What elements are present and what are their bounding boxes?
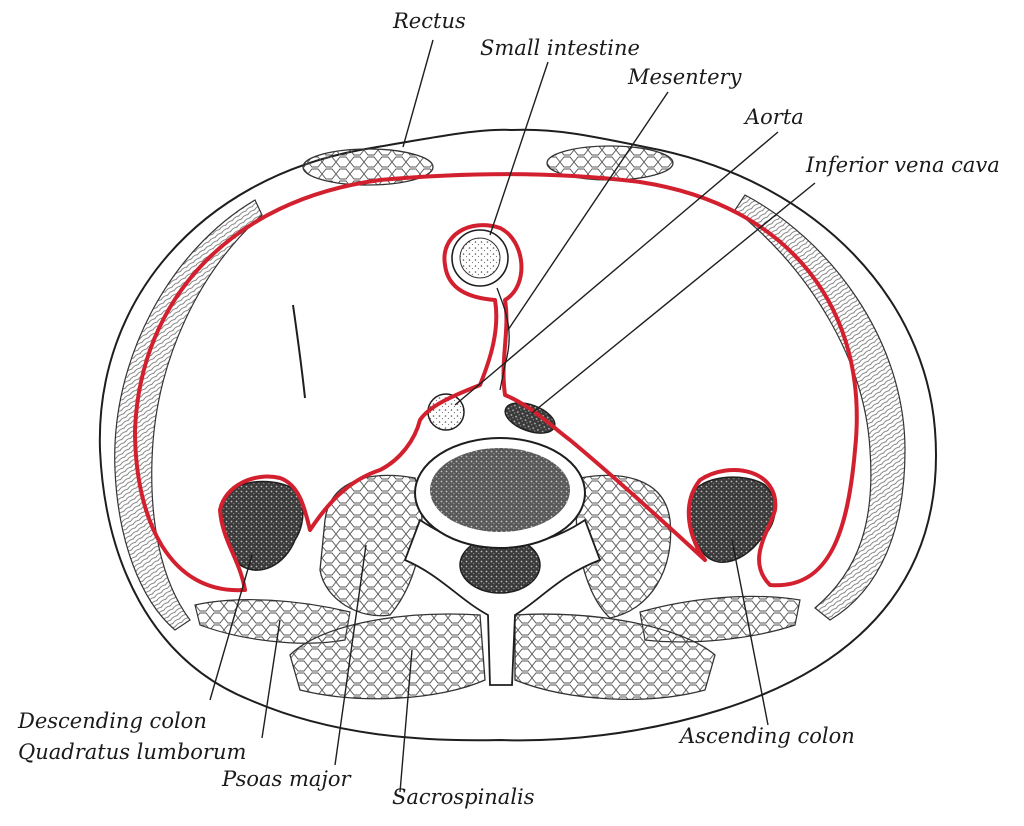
leader-ascending-colon: [731, 539, 769, 726]
leader-lines: [209, 39, 816, 793]
label-inferior-vena-cava: Inferior vena cava: [805, 153, 1000, 177]
label-mesentery: Mesentery: [627, 65, 743, 89]
label-sacrospinalis: Sacrospinalis: [392, 785, 535, 809]
label-aorta: Aorta: [743, 105, 804, 129]
leader-descending-colon: [209, 554, 253, 701]
needle-mark: [292, 304, 306, 399]
leader-sacrospinalis: [399, 649, 413, 793]
vertebral-body-cancellous: [430, 448, 570, 532]
body-outer-contour: [98, 128, 937, 742]
leader-small-intestine: [489, 61, 549, 236]
peritoneum-line: [133, 172, 859, 593]
label-small-intestine: Small intestine: [480, 36, 640, 60]
label-ascending-colon: Ascending colon: [678, 724, 855, 748]
leader-aorta: [454, 131, 779, 406]
small-intestine-lumen: [459, 237, 501, 279]
leader-rectus: [402, 39, 434, 148]
label-rectus: Rectus: [392, 9, 466, 33]
leader-psoas-major: [334, 544, 367, 766]
leader-ivc: [531, 182, 816, 414]
sacrospinalis-muscle-right: [514, 613, 716, 700]
label-quadratus-lumborum: Quadratus lumborum: [18, 740, 246, 764]
leader-quadratus-lumborum: [261, 619, 281, 739]
rectus-muscle-left: [302, 148, 434, 186]
sacrospinalis-muscle-left: [289, 613, 486, 700]
label-psoas-major: Psoas major: [221, 767, 353, 791]
leader-mesentery: [507, 91, 669, 331]
label-descending-colon: Descending colon: [17, 709, 207, 733]
right-lateral-wall-muscles: [734, 194, 906, 621]
